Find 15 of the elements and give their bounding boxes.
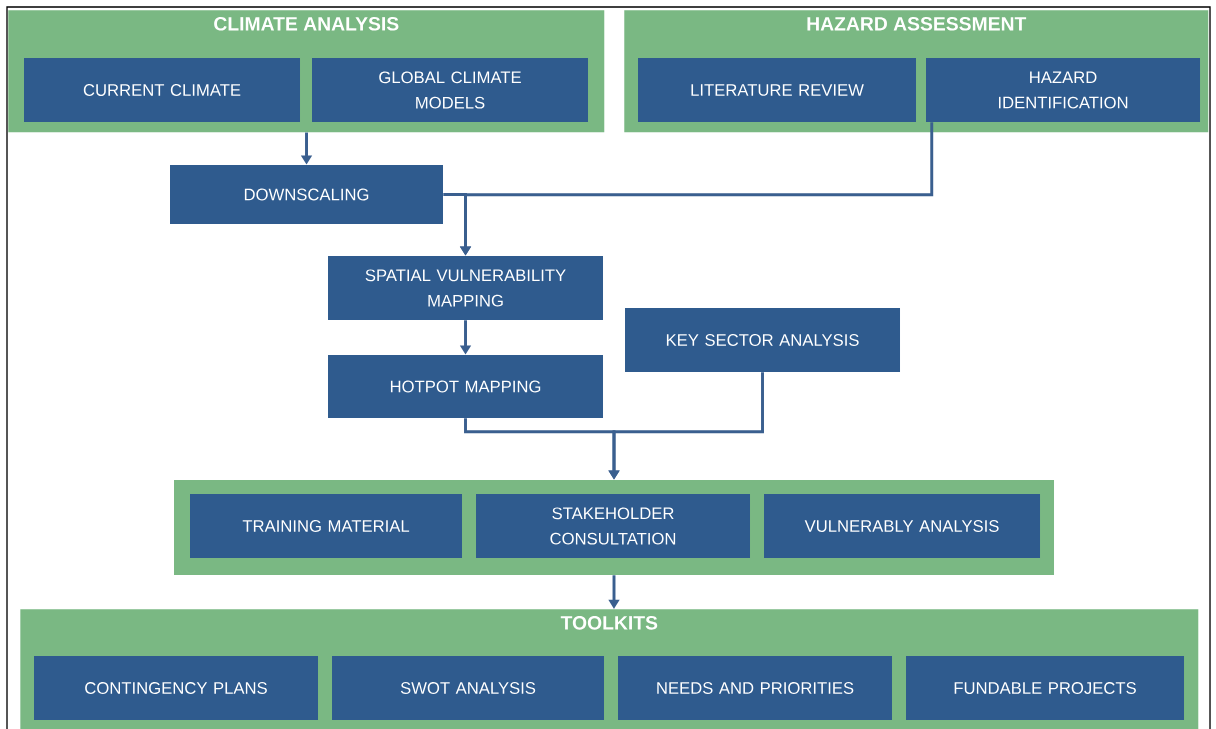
process-box: FUNDABLE PROJECTS: [906, 656, 1184, 720]
process-box: TRAINING MATERIAL: [190, 494, 462, 558]
process-box: LITERATURE REVIEW: [638, 58, 916, 122]
process-box: SWOT ANALYSIS: [332, 656, 604, 720]
process-box: GLOBAL CLIMATE MODELS: [312, 58, 588, 122]
process-box: STAKEHOLDER CONSULTATION: [476, 494, 750, 558]
process-box: CURRENT CLIMATE: [24, 58, 300, 122]
process-box: NEEDS AND PRIORITIES: [618, 656, 892, 720]
process-box: HAZARD IDENTIFICATION: [926, 58, 1200, 122]
process-box: VULNERABLY ANALYSIS: [764, 494, 1040, 558]
process-box: CONTINGENCY PLANS: [34, 656, 318, 720]
process-box: DOWNSCALING: [170, 165, 443, 224]
process-box: SPATIAL VULNERABILITY MAPPING: [328, 256, 603, 320]
process-box: HOTPOT MAPPING: [328, 355, 603, 418]
process-box: KEY SECTOR ANALYSIS: [625, 308, 900, 372]
